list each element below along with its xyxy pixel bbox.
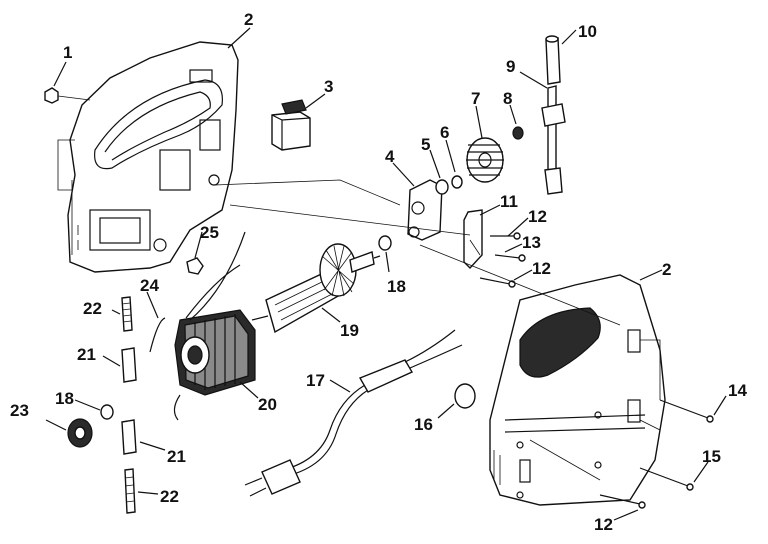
label-12-upper: 12 <box>528 207 547 226</box>
screw-1 <box>44 87 59 104</box>
label-22-lower: 22 <box>160 487 179 506</box>
label-22-upper: 22 <box>83 299 102 318</box>
label-19: 19 <box>340 321 359 340</box>
label-2-top: 2 <box>244 10 253 29</box>
gear-plate <box>407 179 443 241</box>
nut <box>186 257 204 275</box>
brush-lower <box>124 468 136 514</box>
label-6: 6 <box>440 123 449 142</box>
part-labels: 1 2 3 4 5 6 7 8 9 10 11 12 13 12 2 25 18… <box>10 10 747 534</box>
bearing <box>67 418 93 448</box>
washer-18-lower <box>100 404 114 420</box>
label-17: 17 <box>306 371 325 390</box>
power-cord <box>244 329 463 497</box>
label-1: 1 <box>63 43 72 62</box>
label-16: 16 <box>414 415 433 434</box>
washer-5 <box>435 179 449 195</box>
lead-wire <box>149 317 166 353</box>
label-23: 23 <box>10 401 29 420</box>
label-15: 15 <box>702 447 721 466</box>
assembly-lines <box>57 95 661 481</box>
cap <box>545 35 561 85</box>
bushing <box>512 126 524 140</box>
screw-14 <box>659 399 714 423</box>
label-21-lower: 21 <box>167 447 186 466</box>
screw-12-lower <box>479 277 516 288</box>
screw-12-bottom <box>599 494 646 509</box>
plunger-shaft <box>541 85 566 195</box>
label-18-lower: 18 <box>55 389 74 408</box>
label-25: 25 <box>200 223 219 242</box>
label-20: 20 <box>258 395 277 414</box>
label-21-upper: 21 <box>77 345 96 364</box>
label-5: 5 <box>421 135 430 154</box>
label-3: 3 <box>324 77 333 96</box>
label-11: 11 <box>500 192 518 211</box>
label-4: 4 <box>385 147 395 166</box>
brush-holder-lower <box>121 419 137 455</box>
screw-12-upper <box>490 232 521 240</box>
field-assembly <box>173 231 256 421</box>
right-housing-half <box>489 274 666 506</box>
label-7: 7 <box>471 89 480 108</box>
screw-15 <box>639 467 694 491</box>
label-10: 10 <box>578 22 597 41</box>
knob <box>454 383 476 409</box>
label-2-right: 2 <box>662 260 671 279</box>
washer-18-upper <box>378 235 392 251</box>
brush-upper <box>121 296 133 332</box>
label-8: 8 <box>503 89 512 108</box>
brush-holder-upper <box>121 347 137 383</box>
label-18-upper: 18 <box>387 277 406 296</box>
label-9: 9 <box>506 57 515 76</box>
washer-6 <box>451 175 463 189</box>
left-housing-half <box>67 41 239 273</box>
label-24: 24 <box>140 276 159 295</box>
label-14: 14 <box>728 381 747 400</box>
armature <box>251 243 381 334</box>
bracket <box>463 209 483 270</box>
gear <box>466 137 504 183</box>
label-12-bottom: 12 <box>594 515 613 534</box>
leader-lines <box>45 27 727 521</box>
label-12-middle: 12 <box>532 259 551 278</box>
screw-13 <box>494 254 526 262</box>
switch <box>271 99 311 151</box>
label-13: 13 <box>522 233 541 252</box>
